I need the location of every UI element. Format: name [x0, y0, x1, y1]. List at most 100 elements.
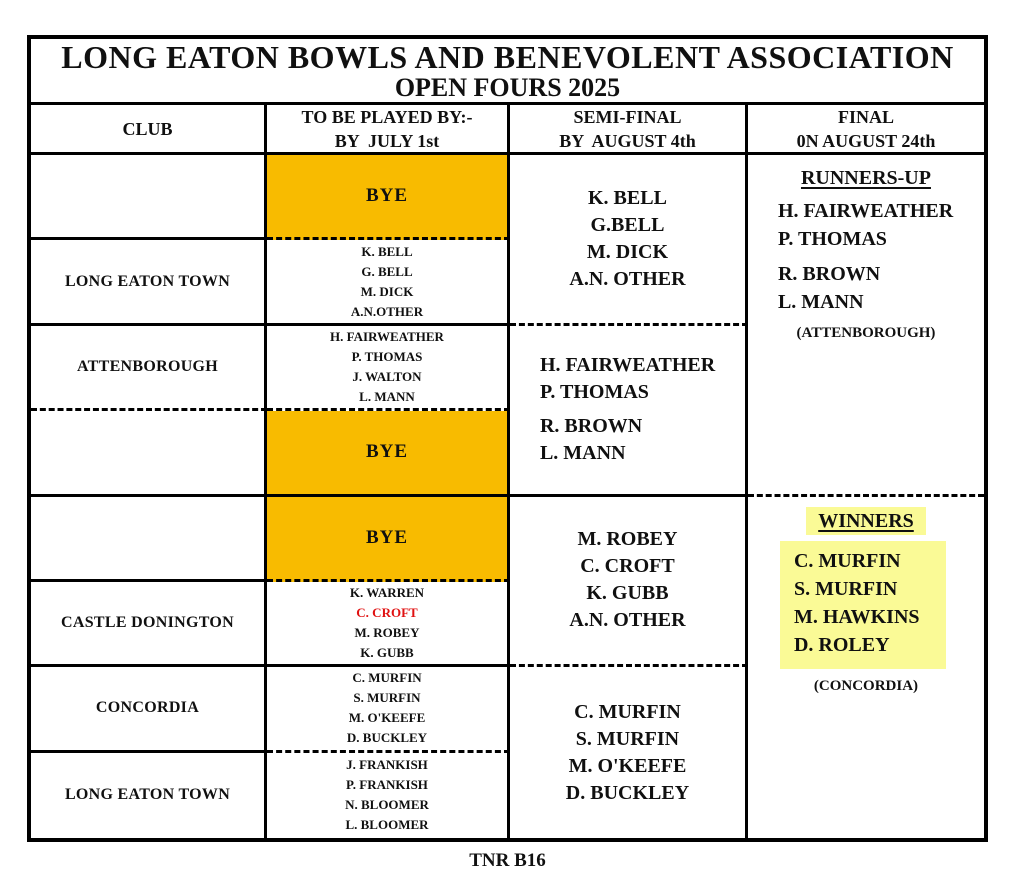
player: M. O'KEEFE — [568, 754, 687, 777]
player: L. MANN — [777, 291, 864, 313]
player: M. ROBEY — [354, 625, 420, 641]
header-club: CLUB — [31, 105, 268, 153]
player: M. DICK — [360, 283, 414, 299]
semifinal-team: C. MURFIN S. MURFIN M. O'KEEFE D. BUCKLE… — [566, 699, 689, 807]
player: M. O'KEEFE — [348, 710, 426, 726]
player: C. MURFIN — [574, 700, 681, 723]
runners-up-cell: RUNNERS-UP H. FAIRWEATHER P. THOMAS R. B… — [747, 155, 984, 497]
header-final-line2: 0N AUGUST 24th — [796, 131, 936, 151]
footer-reference: TNR B16 — [469, 850, 546, 871]
player: M. HAWKINS — [793, 605, 920, 628]
tournament-bracket-sheet: LONG EATON BOWLS AND BENEVOLENT ASSOCIAT… — [27, 35, 988, 842]
bracket-grid: LONG EATON TOWN ATTENBOROUGH CASTLE DONI… — [31, 155, 984, 838]
player: S. MURFIN — [793, 577, 898, 600]
club-name: LONG EATON TOWN — [64, 786, 231, 804]
semifinal-cell-4: C. MURFIN S. MURFIN M. O'KEEFE D. BUCKLE… — [510, 667, 748, 838]
club-cell-attenborough: ATTENBOROUGH — [31, 325, 268, 412]
player-list: K. BELL G. BELL M. DICK A.N.OTHER — [351, 242, 423, 322]
player: A.N. OTHER — [569, 609, 686, 632]
semifinal-cell-1: K. BELL G.BELL M. DICK A.N. OTHER — [509, 155, 748, 326]
player: K. BELL — [588, 186, 667, 209]
bye-cell-3: BYE — [267, 496, 510, 582]
header-round1-line1: TO BE PLAYED BY:- — [301, 107, 473, 127]
player: L. MANN — [539, 442, 626, 465]
competition-title: OPEN FOURS 2025 — [394, 72, 621, 102]
semifinal-team: K. BELL G.BELL M. DICK A.N. OTHER — [569, 185, 685, 293]
player-list: C. MURFIN S. MURFIN M. O'KEEFE D. BUCKLE… — [347, 668, 427, 748]
player: N. BLOOMER — [345, 797, 429, 813]
player: M. ROBEY — [577, 528, 678, 551]
player: C. MURFIN — [793, 549, 901, 572]
header-round1-line2: BY JULY 1st — [334, 131, 440, 151]
bye-cell-2: BYE — [267, 411, 510, 497]
player: K. GUBB — [360, 645, 414, 661]
header-club-label: CLUB — [122, 119, 173, 139]
semifinal-cell-3: M. ROBEY C. CROFT K. GUBB A.N. OTHER — [509, 496, 748, 668]
player: H. FAIRWEATHER — [777, 200, 954, 222]
player: J. WALTON — [352, 368, 422, 384]
player: H. FAIRWEATHER — [330, 328, 444, 344]
player: P. THOMAS — [351, 348, 423, 364]
header-row: CLUB TO BE PLAYED BY:- BY JULY 1st SEMI-… — [31, 105, 984, 155]
player: C. CROFT — [580, 555, 675, 578]
player-highlighted-red: C. CROFT — [356, 605, 418, 621]
player: G. BELL — [361, 263, 413, 279]
player: A.N.OTHER — [350, 303, 424, 319]
player: A.N. OTHER — [569, 267, 686, 290]
club-name: ATTENBOROUGH — [76, 357, 219, 375]
club-cell-empty-3 — [31, 496, 268, 582]
player: M. DICK — [586, 240, 669, 263]
club-cell-concordia: CONCORDIA — [31, 667, 268, 753]
player: G.BELL — [590, 213, 665, 236]
player: D. ROLEY — [793, 633, 890, 656]
player: D. BUCKLEY — [346, 730, 428, 746]
club-name: LONG EATON TOWN — [64, 272, 231, 290]
header-final-line1: FINAL — [837, 107, 894, 127]
player-list: K. WARREN C. CROFT M. ROBEY K. GUBB — [350, 583, 424, 663]
player: K. GUBB — [586, 582, 669, 605]
club-cell-empty-2 — [31, 411, 268, 497]
semifinal-team: M. ROBEY C. CROFT K. GUBB A.N. OTHER — [569, 526, 685, 634]
player: R. BROWN — [539, 415, 643, 438]
club-cell-castle-donington: CASTLE DONINGTON — [31, 581, 268, 668]
player: L. MANN — [359, 388, 415, 404]
winners-cell: WINNERS C. MURFIN S. MURFIN M. HAWKINS D… — [748, 497, 984, 839]
team-cell-long-eaton-town-2: J. FRANKISH P. FRANKISH N. BLOOMER L. BL… — [267, 752, 510, 838]
bye-label: BYE — [365, 185, 409, 207]
winners-heading: WINNERS — [806, 506, 926, 535]
player: D. BUCKLEY — [565, 781, 690, 804]
header-semifinal: SEMI-FINAL BY AUGUST 4th — [510, 105, 748, 153]
player: P. THOMAS — [777, 228, 887, 250]
club-name: CASTLE DONINGTON — [61, 614, 234, 632]
player: K. WARREN — [349, 585, 425, 601]
player: R. BROWN — [777, 263, 881, 285]
player: H. FAIRWEATHER — [539, 354, 716, 377]
player: P. THOMAS — [539, 381, 649, 404]
bye-cell-1: BYE — [267, 155, 510, 241]
club-cell-long-eaton-town-2: LONG EATON TOWN — [31, 752, 268, 838]
team-cell-concordia: C. MURFIN S. MURFIN M. O'KEEFE D. BUCKLE… — [267, 667, 510, 753]
player: P. FRANKISH — [346, 777, 428, 793]
player: C. MURFIN — [352, 670, 422, 686]
player-list: J. FRANKISH P. FRANKISH N. BLOOMER L. BL… — [345, 755, 429, 835]
player: S. MURFIN — [575, 727, 680, 750]
header-semifinal-line1: SEMI-FINAL — [573, 107, 682, 127]
player-list: H. FAIRWEATHER P. THOMAS J. WALTON L. MA… — [330, 327, 444, 407]
title-block: LONG EATON BOWLS AND BENEVOLENT ASSOCIAT… — [31, 39, 984, 105]
player: K. BELL — [361, 243, 413, 259]
runners-up-team: H. FAIRWEATHER P. THOMAS R. BROWN L. MAN… — [778, 197, 953, 316]
header-final: FINAL 0N AUGUST 24th — [748, 105, 984, 153]
team-cell-long-eaton-town-1: K. BELL G. BELL M. DICK A.N.OTHER — [267, 240, 510, 326]
club-cell-long-eaton-town-1: LONG EATON TOWN — [31, 240, 268, 326]
runners-up-heading: RUNNERS-UP — [800, 167, 931, 189]
bye-label: BYE — [365, 526, 409, 548]
association-title: LONG EATON BOWLS AND BENEVOLENT ASSOCIAT… — [61, 38, 954, 75]
semifinal-cell-2: H. FAIRWEATHER P. THOMAS R. BROWN L. MAN… — [509, 325, 748, 497]
team-cell-castle-donington: K. WARREN C. CROFT M. ROBEY K. GUBB — [267, 581, 510, 668]
semifinal-team: H. FAIRWEATHER P. THOMAS R. BROWN L. MAN… — [510, 352, 715, 467]
header-round1: TO BE PLAYED BY:- BY JULY 1st — [267, 105, 510, 153]
club-cell-empty-1 — [31, 155, 268, 241]
winners-club: (CONCORDIA) — [813, 677, 919, 694]
bye-label: BYE — [365, 441, 409, 463]
winners-team: C. MURFIN S. MURFIN M. HAWKINS D. ROLEY — [779, 540, 946, 669]
